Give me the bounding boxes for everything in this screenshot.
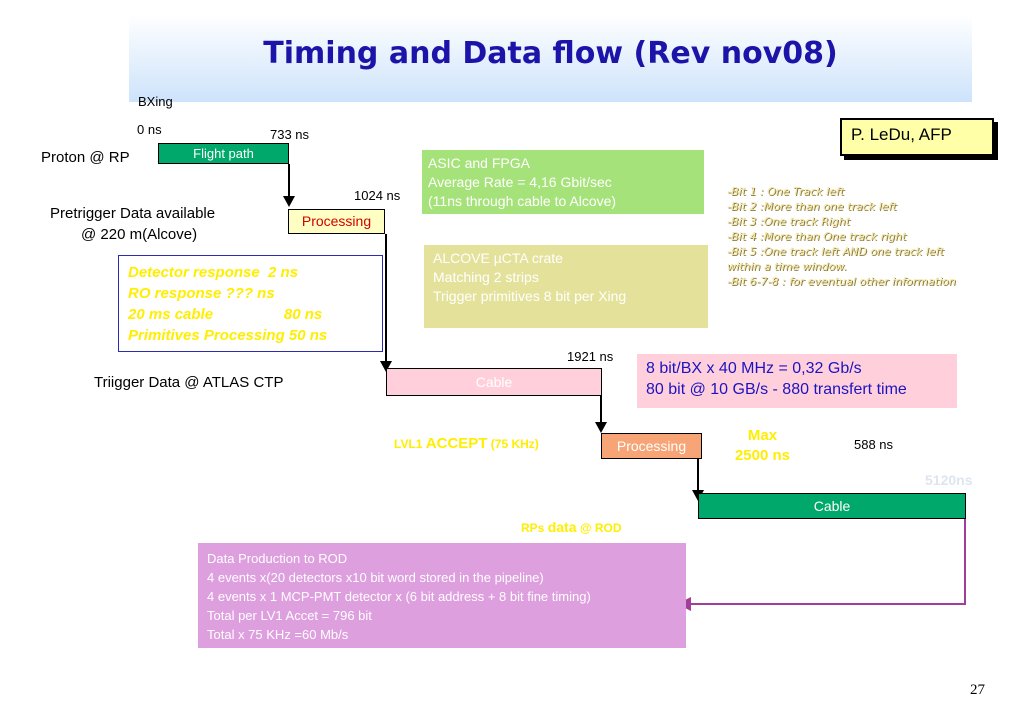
bxing-label: BXing <box>138 94 173 109</box>
bandwidth-line: 80 bit @ 10 GB/s - 880 transfert time <box>646 381 907 398</box>
max-label-2: 2500 ns <box>734 447 791 464</box>
cable-block-2: Cable <box>698 493 966 519</box>
bits-list: -Bit 1 : One Track left -Bit 2 :More tha… <box>727 184 956 289</box>
rps-data-word: data <box>547 519 577 535</box>
bit-item: within a time window. <box>727 260 847 273</box>
time-588ns: 588 ns <box>854 437 894 452</box>
production-line: Total per LV1 Accet = 796 bit <box>207 608 372 623</box>
production-line: Data Production to ROD <box>207 551 348 566</box>
time-0ns: 0 ns <box>137 122 162 137</box>
proton-label: Proton @ RP <box>41 149 130 166</box>
asic-line: (11ns through cable to Alcove) <box>428 193 617 209</box>
detector-line: RO response ??? ns <box>128 285 275 302</box>
title-band <box>129 14 972 102</box>
rps-suffix: @ ROD <box>576 521 622 535</box>
cable-label-1: Cable <box>475 374 513 390</box>
flight-path-label: Flight path <box>193 146 254 161</box>
lvl1-prefix: LVL1 <box>394 437 426 451</box>
pretrigger-label-2: @ 220 m(Alcove) <box>81 226 198 243</box>
bandwidth-box: 8 bit/BX x 40 MHz = 0,32 Gb/s 80 bit @ 1… <box>637 354 957 408</box>
arrow-head-1 <box>283 196 295 207</box>
cable-label-2: Cable <box>813 498 851 514</box>
detector-line: Primitives Processing 50 ns <box>128 327 328 344</box>
max-label: Max 2500 ns <box>710 426 815 466</box>
bit-item: -Bit 1 : One Track left <box>727 185 845 198</box>
rps-data-label: RPs data @ ROD <box>521 519 622 537</box>
rod-connector-horizontal <box>690 603 966 605</box>
data-production-box: Data Production to ROD 4 events x(20 det… <box>198 543 686 648</box>
max-label-1: Max <box>747 427 778 444</box>
arrow-line-2 <box>385 234 387 365</box>
bit-item: -Bit 2 :More than one track left <box>727 200 897 213</box>
arrow-line-1 <box>288 164 290 200</box>
asic-box: ASIC and FPGA Average Rate = 4,16 Gbit/s… <box>422 150 704 214</box>
arrow-line-4 <box>697 459 699 494</box>
alcove-line: Matching 2 strips <box>433 269 539 285</box>
author-label: P. LeDu, AFP <box>851 125 952 144</box>
arrow-head-2 <box>380 361 392 372</box>
arrow-line-3 <box>600 396 602 426</box>
alcove-line: Trigger primitives 8 bit per Xing <box>433 288 627 304</box>
asic-line: Average Rate = 4,16 Gbit/sec <box>428 174 612 190</box>
detector-response-box: Detector response 2 ns RO response ??? n… <box>118 255 383 352</box>
detector-line: Detector response 2 ns <box>128 264 299 281</box>
flight-path-block: Flight path <box>158 143 289 164</box>
processing-label-2: Processing <box>616 438 687 454</box>
author-box: P. LeDu, AFP <box>840 118 994 156</box>
time-1921ns: 1921 ns <box>567 349 614 364</box>
bit-item: -Bit 4 :More than One track right <box>727 230 907 243</box>
processing-block-2: Processing <box>601 433 702 459</box>
production-line: 4 events x(20 detectors x10 bit word sto… <box>207 570 544 585</box>
page-title: Timing and Data flow (Rev nov08) <box>263 36 838 71</box>
bandwidth-line: 8 bit/BX x 40 MHz = 0,32 Gb/s <box>646 360 862 377</box>
processing-label-1: Processing <box>301 213 372 229</box>
rps-prefix: RPs <box>521 521 548 535</box>
time-5120ns: 5120ns <box>925 472 973 488</box>
bit-item: -Bit 6-7-8 : for eventual other informat… <box>727 275 956 288</box>
trigger-label: Triigger Data @ ATLAS CTP <box>94 374 284 391</box>
rod-connector-vertical <box>964 519 966 605</box>
bit-item: -Bit 5 :One track left AND one track lef… <box>727 245 944 258</box>
pretrigger-label-1: Pretrigger Data available <box>50 205 216 222</box>
lvl1-rate: (75 KHz) <box>487 437 539 451</box>
lvl1-accept-word: ACCEPT <box>425 435 488 452</box>
production-line: Total x 75 KHz =60 Mb/s <box>207 627 349 642</box>
time-733ns: 733 ns <box>270 127 310 142</box>
cable-block-1: Cable <box>386 368 602 396</box>
asic-line: ASIC and FPGA <box>428 155 530 171</box>
processing-block-1: Processing <box>288 209 385 234</box>
page-number: 27 <box>970 682 985 698</box>
arrow-head-3 <box>595 422 607 433</box>
time-1024ns: 1024 ns <box>354 188 401 203</box>
bit-item: -Bit 3 :One track Right <box>727 215 850 228</box>
production-line: 4 events x 1 MCP-PMT detector x (6 bit a… <box>207 589 591 604</box>
lvl1-accept-label: LVL1 ACCEPT (75 KHz) <box>394 435 539 453</box>
alcove-line: ALCOVE µCTA crate <box>433 250 563 266</box>
alcove-box: ALCOVE µCTA crate Matching 2 strips Trig… <box>424 245 708 328</box>
detector-line: 20 ms cable 80 ns <box>128 306 323 323</box>
